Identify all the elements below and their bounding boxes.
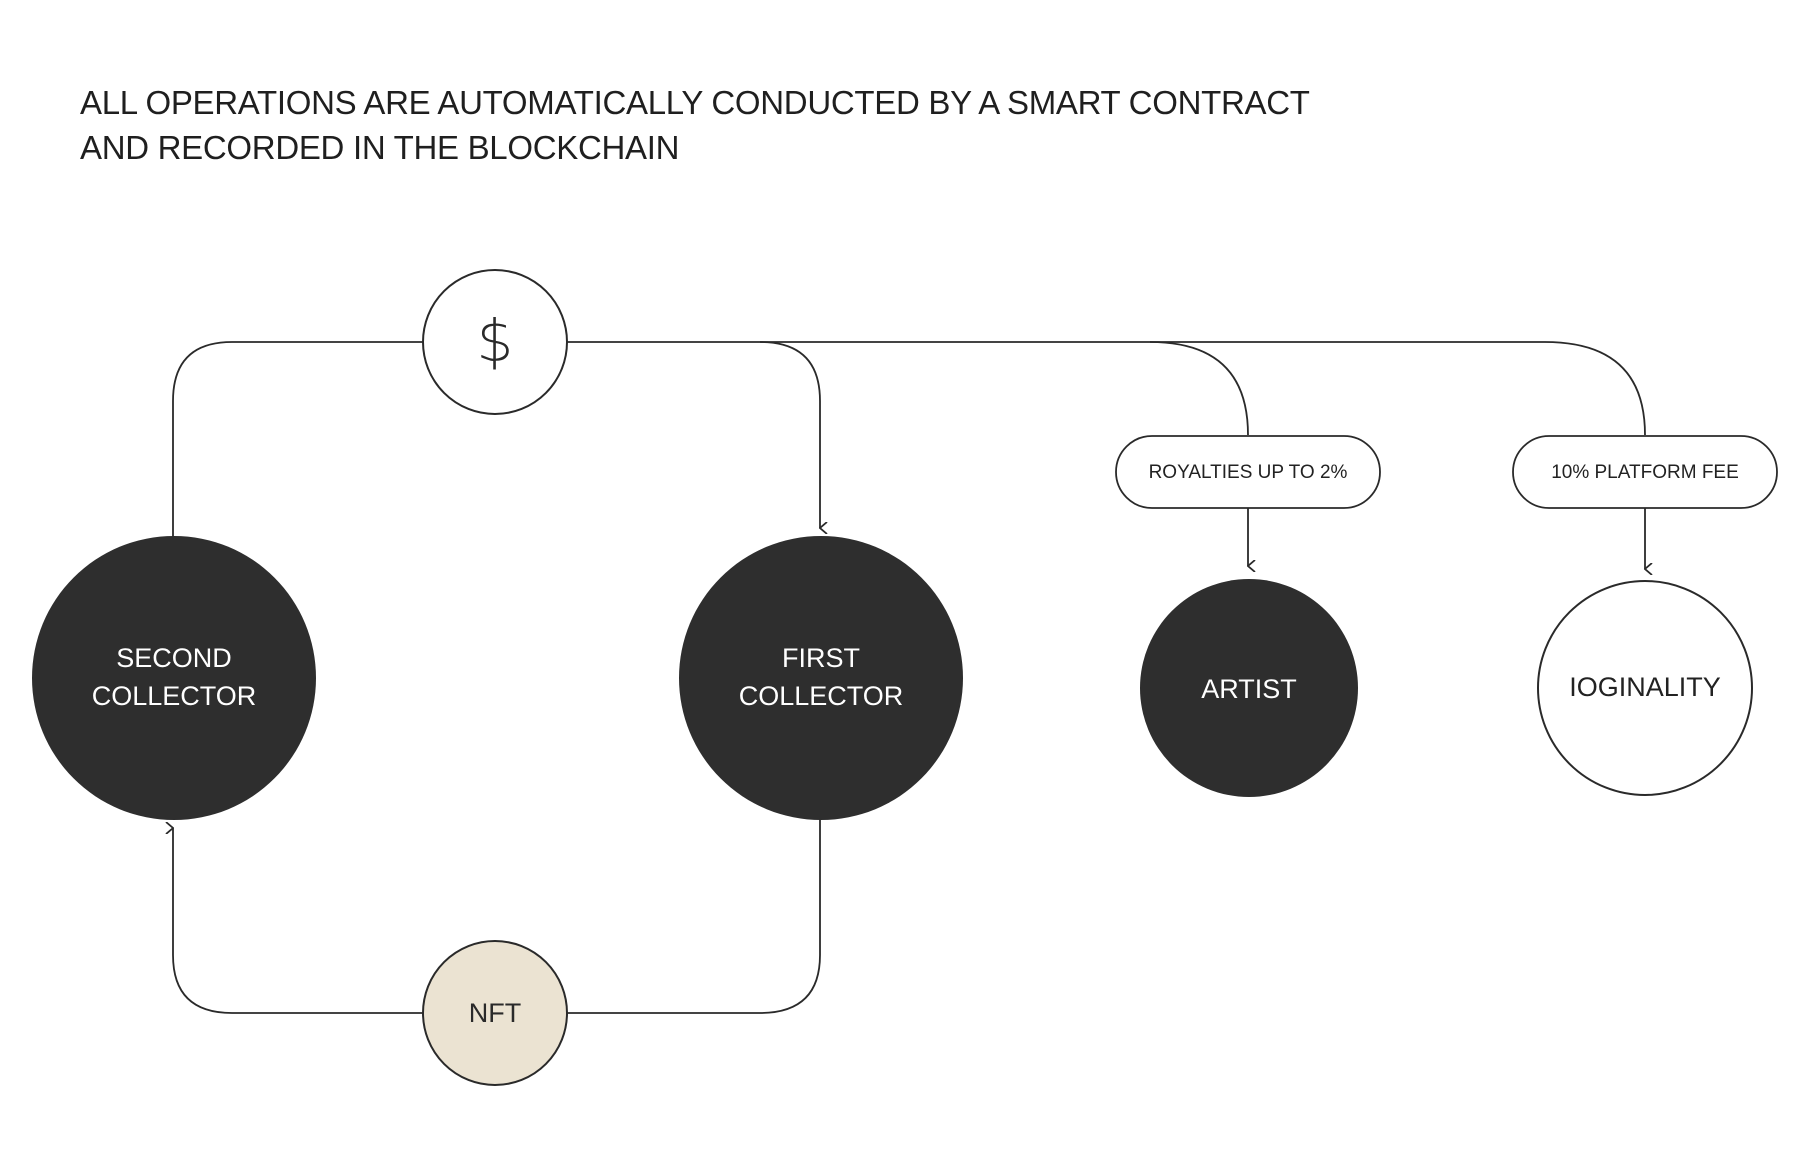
heading-line-2: AND RECORDED IN THE BLOCKCHAIN [80,129,680,166]
nft-label: NFT [469,998,521,1028]
connector-dollar-to-royalties [760,341,1249,436]
royalties-pill: ROYALTIES UP TO 2% [1115,435,1381,509]
first-collector-node: FIRST COLLECTOR [679,536,963,820]
ioginality-node: IOGINALITY [1537,580,1753,796]
ioginality-label: IOGINALITY [1569,672,1721,702]
second-collector-label-line-2: COLLECTOR [92,681,257,711]
connector-first-collector-to-nft [567,818,821,1014]
page-heading: ALL OPERATIONS ARE AUTOMATICALLY CONDUCT… [80,80,1480,170]
platform-fee-pill: 10% PLATFORM FEE [1512,435,1778,509]
connector-dollar-to-first-collector [567,341,820,528]
connector-second-collector-to-dollar [172,341,423,537]
heading-line-1: ALL OPERATIONS ARE AUTOMATICALLY CONDUCT… [80,84,1310,121]
first-collector-label-line-1: FIRST [782,643,860,673]
second-collector-node: SECOND COLLECTOR [32,536,316,820]
connector-dollar-to-platform-fee [1150,341,1646,436]
first-collector-label-line-2: COLLECTOR [739,681,904,711]
artist-node: ARTIST [1140,579,1358,797]
second-collector-label-line-1: SECOND [116,643,232,673]
nft-node: NFT [422,940,568,1086]
artist-label: ARTIST [1201,674,1297,704]
royalties-label: ROYALTIES UP TO 2% [1149,462,1348,483]
dollar-icon: $ [477,307,514,375]
connector-nft-to-second-collector [173,828,423,1014]
dollar-node: $ [422,269,568,415]
platform-fee-label: 10% PLATFORM FEE [1551,462,1739,483]
